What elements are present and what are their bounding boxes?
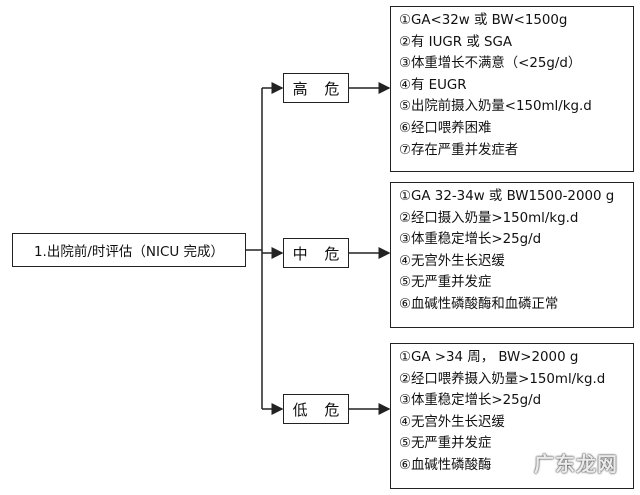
watermark: 广东龙网 — [534, 452, 618, 476]
criteria-item: ⑥经口喂养困难 — [399, 120, 492, 136]
medium-risk-criteria: ①GA 32-34w 或 BW1500-2000 g ②经口摄入奶量>150ml… — [390, 182, 634, 328]
criteria-item: ③体重增长不满意（<25g/d） — [399, 56, 582, 72]
criteria-item: ①GA<32w 或 BW<1500g — [399, 13, 568, 28]
criteria-item: ④有 EUGR — [399, 77, 467, 93]
criteria-item: ⑦存在严重并发症者 — [399, 142, 519, 158]
high-risk-criteria: ①GA<32w 或 BW<1500g ②有 IUGR 或 SGA ③体重增长不满… — [390, 6, 634, 172]
criteria-item: ⑤无严重并发症 — [399, 436, 492, 452]
criteria-item: ⑥血碱性磷酸酶 — [399, 457, 492, 473]
criteria-item: ②有 IUGR 或 SGA — [399, 34, 513, 50]
criteria-item: ⑤出院前摄入奶量<150ml/kg.d — [399, 99, 592, 115]
criteria-item: ④无宫外生长迟缓 — [399, 253, 505, 269]
criteria-item: ⑥血碱性磷酸酶和血磷正常 — [399, 296, 559, 312]
criteria-item: ③体重稳定增长>25g/d — [399, 393, 542, 409]
level-high-node: 高 危 — [283, 73, 349, 103]
low-risk-criteria: ①GA >34 周， BW>2000 g ②经口喂养摄入奶量>150ml/kg.… — [390, 343, 634, 489]
criteria-item: ①GA >34 周， BW>2000 g — [399, 350, 579, 365]
criteria-item: ②经口摄入奶量>150ml/kg.d — [399, 210, 579, 226]
criteria-item: ③体重稳定增长>25g/d — [399, 232, 542, 248]
root-node: 1.出院前/时评估（NICU 完成） — [12, 233, 246, 267]
criteria-item: ②经口喂养摄入奶量>150ml/kg.d — [399, 371, 606, 387]
level-low-node: 低 危 — [283, 394, 349, 424]
level-medium-node: 中 危 — [283, 238, 349, 268]
criteria-item: ⑤无严重并发症 — [399, 275, 492, 291]
criteria-item: ④无宫外生长迟缓 — [399, 414, 505, 430]
criteria-item: ①GA 32-34w 或 BW1500-2000 g — [399, 189, 615, 204]
